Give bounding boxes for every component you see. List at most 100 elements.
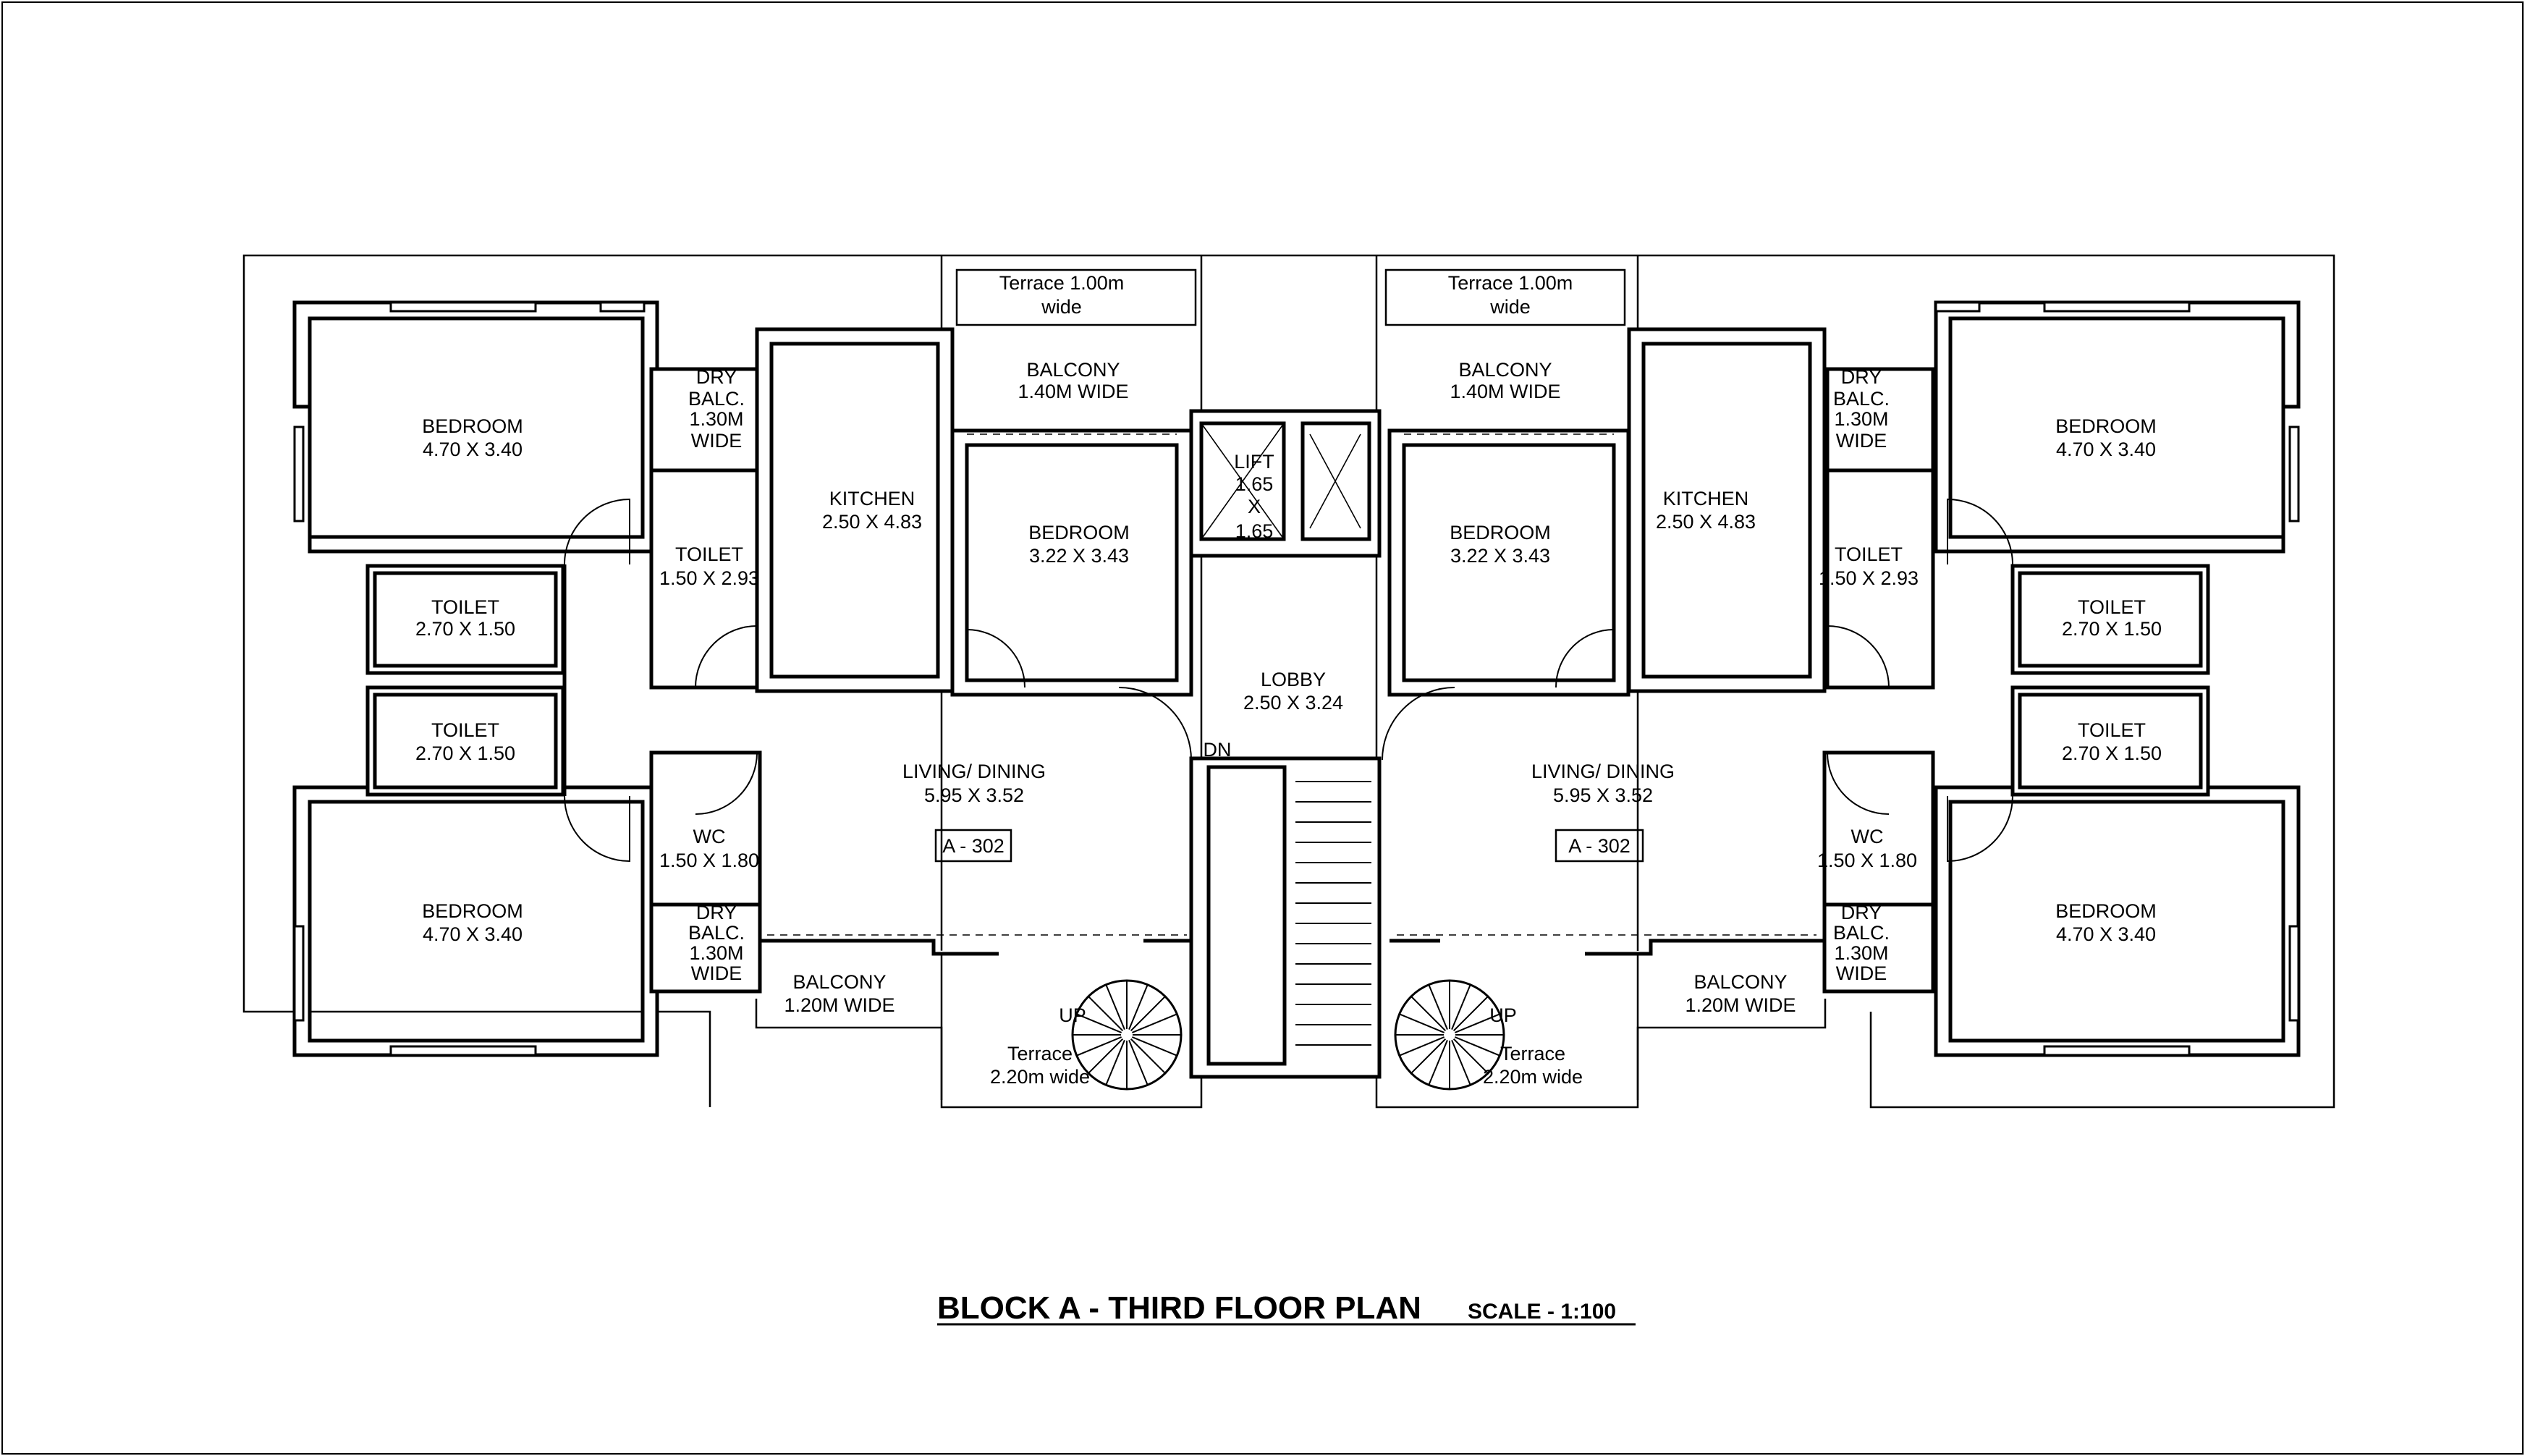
svg-text:2.50 X 3.24: 2.50 X 3.24: [1243, 692, 1343, 714]
spiral-tread: [1076, 1013, 1122, 1033]
balcony-bot-label: BALCONY: [792, 971, 886, 993]
balcony-dashes: [767, 433, 1816, 936]
svg-text:1.40M WIDE: 1.40M WIDE: [1450, 381, 1560, 402]
dry-balc-bot-label: DRY: [1841, 902, 1882, 923]
svg-text:WIDE: WIDE: [1836, 430, 1887, 452]
svg-text:2.20m wide: 2.20m wide: [990, 1066, 1090, 1088]
left-unit-walls: [292, 300, 1194, 1057]
svg-text:5.95 X 3.52: 5.95 X 3.52: [924, 784, 1024, 806]
balcony-top-label: BALCONY: [1458, 359, 1552, 381]
spiral-tread: [1428, 984, 1448, 1030]
svg-text:4.70 X 3.40: 4.70 X 3.40: [2056, 439, 2156, 460]
wc-label: WC: [693, 826, 726, 847]
svg-text:2.70 X 1.50: 2.70 X 1.50: [415, 618, 515, 640]
svg-text:1.40M WIDE: 1.40M WIDE: [1018, 381, 1128, 402]
svg-text:1.30M: 1.30M: [689, 942, 743, 964]
stair: [1295, 781, 1371, 1046]
svg-text:WIDE: WIDE: [691, 430, 743, 452]
spiral-tread: [1399, 1013, 1445, 1033]
svg-text:1.30M: 1.30M: [1834, 942, 1888, 964]
unit-tag-right: A - 302: [1568, 835, 1631, 857]
bedroom-mid-label: BEDROOM: [1450, 522, 1551, 543]
svg-text:1.50 X 1.80: 1.50 X 1.80: [1817, 850, 1917, 871]
svg-text:1.65: 1.65: [1235, 520, 1274, 542]
spiral-stair-left: [1071, 979, 1183, 1091]
terrace-bot-label: Terrace: [1007, 1043, 1073, 1065]
spiral-tread: [1451, 984, 1471, 1030]
dn-label: DN: [1204, 739, 1232, 761]
toilet-a-label: TOILET: [2078, 596, 2146, 618]
svg-text:wide: wide: [1041, 296, 1082, 318]
unit-tag-left: A - 302: [942, 835, 1004, 857]
door-swings: [564, 498, 2013, 863]
spiral-tread: [1088, 996, 1124, 1032]
svg-text:1.20M WIDE: 1.20M WIDE: [784, 994, 894, 1016]
spiral-tread: [1076, 1036, 1122, 1057]
svg-text:1.30M: 1.30M: [689, 408, 743, 430]
spiral-tread: [1455, 1036, 1500, 1057]
bedroom-bot-label: BEDROOM: [422, 900, 523, 922]
right-unit-walls: [1387, 300, 2301, 1057]
svg-text:1.50 X 2.93: 1.50 X 2.93: [659, 567, 759, 589]
bedroom-top-label: BEDROOM: [2055, 415, 2157, 437]
spiral-tread: [1399, 1036, 1445, 1057]
svg-text:BALC.: BALC.: [688, 922, 745, 944]
spiral-tread: [1105, 984, 1125, 1030]
spiral-stair-right: [1394, 979, 1505, 1091]
spiral-tread: [1455, 1013, 1500, 1033]
svg-text:1.20M WIDE: 1.20M WIDE: [1685, 994, 1796, 1016]
spiral-tread: [1132, 1036, 1177, 1057]
svg-text:4.70 X 3.40: 4.70 X 3.40: [423, 923, 523, 945]
balcony-top-label: BALCONY: [1026, 359, 1120, 381]
svg-text:2.50 X 4.83: 2.50 X 4.83: [822, 511, 922, 533]
core-labels: LIFT 1.65 X 1.65 LOBBY 2.50 X 3.24 DN: [1204, 451, 1344, 761]
spiral-tread: [1410, 996, 1447, 1032]
svg-text:1.50 X 2.93: 1.50 X 2.93: [1819, 567, 1919, 589]
bedroom-top-label: BEDROOM: [422, 415, 523, 437]
toilet-small-label: TOILET: [1835, 543, 1903, 565]
dry-balc-top-label: DRY: [696, 366, 737, 388]
svg-text:3.22 X 3.43: 3.22 X 3.43: [1029, 545, 1129, 567]
svg-text:1.30M: 1.30M: [1834, 408, 1888, 430]
toilet-a-label: TOILET: [431, 596, 499, 618]
living-label: LIVING/ DINING: [902, 761, 1046, 782]
kitchen-label: KITCHEN: [1663, 488, 1749, 509]
svg-text:5.95 X 3.52: 5.95 X 3.52: [1553, 784, 1653, 806]
spiral-tread: [1410, 1038, 1447, 1074]
spiral-tread: [1132, 1013, 1177, 1033]
bedroom-mid-label: BEDROOM: [1028, 522, 1130, 543]
terrace-top-label: Terrace 1.00m: [999, 272, 1125, 294]
wc-label: WC: [1851, 826, 1884, 847]
left-unit-labels: Terrace 1.00m wide BALCONY 1.40M WIDE BE…: [415, 272, 1130, 1088]
toilet-b-label: TOILET: [431, 719, 499, 741]
svg-text:BALC.: BALC.: [688, 388, 745, 410]
svg-text:X: X: [1248, 496, 1261, 517]
svg-text:BALC.: BALC.: [1833, 922, 1890, 944]
svg-text:2.70 X 1.50: 2.70 X 1.50: [2062, 618, 2162, 640]
toilet-small-label: TOILET: [675, 543, 743, 565]
spiral-tread: [1452, 1038, 1489, 1074]
kitchen-label: KITCHEN: [829, 488, 915, 509]
title-main: BLOCK A - THIRD FLOOR PLAN: [937, 1290, 1421, 1326]
terrace-bot-label: Terrace: [1500, 1043, 1565, 1065]
unit-tag-box-left: [934, 829, 1012, 863]
svg-text:4.70 X 3.40: 4.70 X 3.40: [423, 439, 523, 460]
spiral-tread: [1130, 1038, 1166, 1074]
toilet-b-label: TOILET: [2078, 719, 2146, 741]
lift-label: LIFT: [1234, 451, 1274, 473]
spiral-tread: [1452, 996, 1489, 1032]
svg-text:wide: wide: [1489, 296, 1531, 318]
spiral-tread: [1130, 996, 1166, 1032]
terrace-top-label: Terrace 1.00m: [1448, 272, 1573, 294]
dry-balc-top-label: DRY: [1841, 366, 1882, 388]
balcony-bot-label: BALCONY: [1693, 971, 1787, 993]
core-walls: [1189, 409, 1382, 1079]
spiral-tread: [1105, 1040, 1125, 1085]
living-label: LIVING/ DINING: [1531, 761, 1675, 782]
dry-balc-bot-label: DRY: [696, 902, 737, 923]
up-label-right: UP: [1489, 1004, 1517, 1026]
unit-tag-box-right: [1555, 829, 1644, 863]
svg-text:1.50 X 1.80: 1.50 X 1.80: [659, 850, 759, 871]
